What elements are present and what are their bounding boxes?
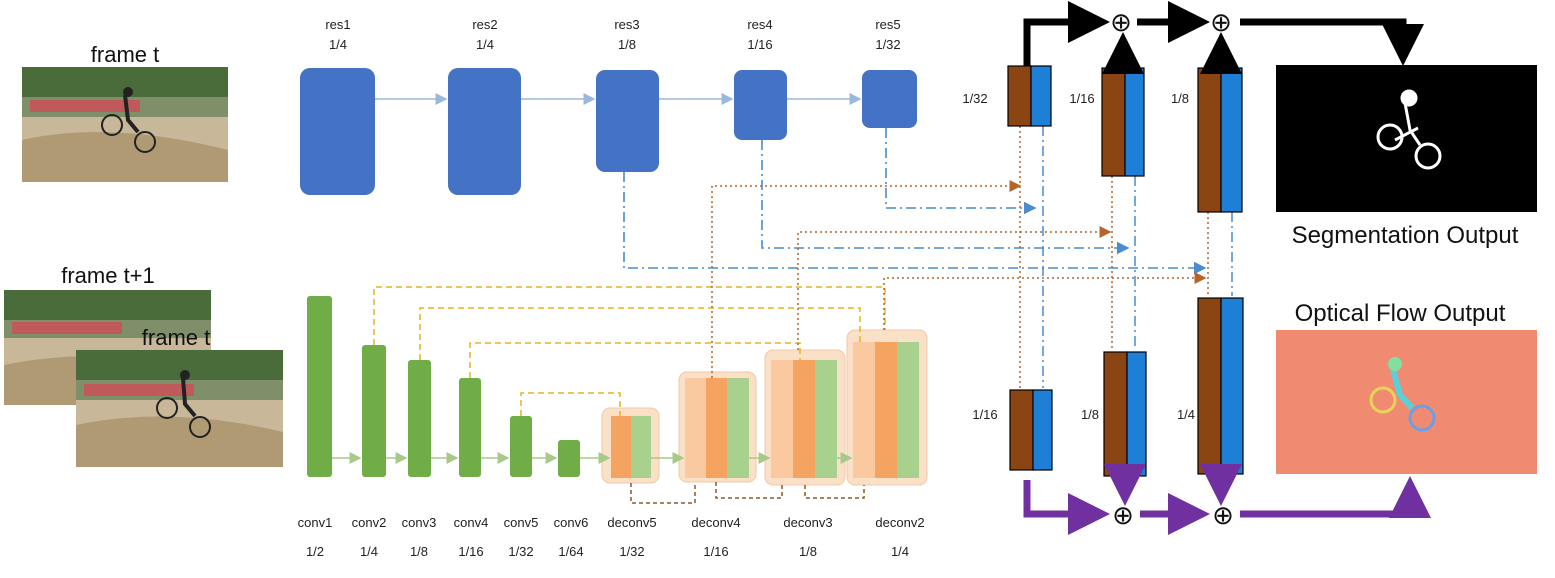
res4-rect <box>734 70 787 140</box>
res3-block: res3 1/8 <box>596 17 659 172</box>
frame-t-overlay-label: frame t <box>142 325 210 350</box>
frame-t-overlay-image <box>76 350 283 467</box>
conv5-rect <box>510 416 532 477</box>
res2-name: res2 <box>472 17 497 32</box>
input-frame-pair: frame t+1 frame t <box>4 263 283 467</box>
deconv3-group <box>764 349 846 486</box>
deconv5-group <box>601 407 660 484</box>
frame-t-label: frame t <box>91 42 159 67</box>
flow-fusion-columns <box>1009 297 1244 477</box>
res1-block: res1 1/4 <box>300 17 375 195</box>
conv6-name: conv6 <box>554 515 589 530</box>
deconv2-group <box>846 329 928 486</box>
flownet: conv1 1/2 conv2 1/4 conv3 1/8 conv4 1/16… <box>298 286 928 559</box>
deconv5-name: deconv5 <box>607 515 656 530</box>
res3-name: res3 <box>614 17 639 32</box>
conv6-rect <box>558 440 580 477</box>
deconv3-scale: 1/8 <box>799 544 817 559</box>
res5-rect <box>862 70 917 128</box>
seg-scale-2: 1/16 <box>1069 91 1094 106</box>
resnet-encoder: res1 1/4 res2 1/4 res3 1/8 res4 1/16 res… <box>300 17 917 195</box>
conv5-scale: 1/32 <box>508 544 533 559</box>
conv4-name: conv4 <box>454 515 489 530</box>
res1-rect <box>300 68 375 195</box>
conv5-name: conv5 <box>504 515 539 530</box>
flow-fusion-1-16 <box>1009 389 1053 471</box>
conv6-scale: 1/64 <box>558 544 583 559</box>
flow-sum-nodes: ⊕ ⊕ <box>1112 500 1234 530</box>
conv2-rect <box>362 345 386 477</box>
deconv2-name: deconv2 <box>875 515 924 530</box>
seg-fusion-1-16 <box>1101 67 1145 177</box>
res3-rect <box>596 70 659 172</box>
conv1-name: conv1 <box>298 515 333 530</box>
res5-name: res5 <box>875 17 900 32</box>
seg-fusion-1-8 <box>1197 67 1243 213</box>
frame-t1-label: frame t+1 <box>61 263 155 288</box>
conv4-rect <box>459 378 481 477</box>
res5-scale: 1/32 <box>875 37 900 52</box>
conv2-name: conv2 <box>352 515 387 530</box>
flow-scale-1: 1/16 <box>972 407 997 422</box>
res2-block: res2 1/4 <box>448 17 521 195</box>
segmentation-rider-silhouette <box>1376 89 1442 170</box>
frame-t-image <box>22 67 228 182</box>
deconv3-name: deconv3 <box>783 515 832 530</box>
resnet-to-fusion-links <box>623 128 1207 275</box>
skip-connections <box>373 286 886 416</box>
flow-scale-3: 1/4 <box>1177 407 1195 422</box>
seg-aggregation <box>1023 1 1424 74</box>
flow-aggregation <box>1023 464 1431 535</box>
res1-scale: 1/4 <box>329 37 347 52</box>
conv1-scale: 1/2 <box>306 544 324 559</box>
flow-fusion-1-4 <box>1197 297 1244 475</box>
res3-scale: 1/8 <box>618 37 636 52</box>
flownet-labels: conv1 1/2 conv2 1/4 conv3 1/8 conv4 1/16… <box>298 515 925 559</box>
flow-sum-1: ⊕ <box>1112 500 1134 530</box>
conv3-name: conv3 <box>402 515 437 530</box>
optical-flow-output-label: Optical Flow Output <box>1295 300 1506 327</box>
seg-sum-2: ⊕ <box>1210 7 1232 37</box>
conv1-rect <box>307 296 332 477</box>
segmentation-mask <box>1276 65 1537 212</box>
deconv2-scale: 1/4 <box>891 544 909 559</box>
conv3-rect <box>408 360 431 477</box>
fusion-scale-labels: 1/32 1/16 1/8 1/16 1/8 1/4 <box>962 91 1195 422</box>
optical-flow-output: Optical Flow Output <box>1276 300 1537 474</box>
conv2-scale: 1/4 <box>360 544 378 559</box>
deconv-links <box>630 482 865 504</box>
deconv4-scale: 1/16 <box>703 544 728 559</box>
res4-block: res4 1/16 <box>734 17 787 140</box>
res4-scale: 1/16 <box>747 37 772 52</box>
seg-scale-3: 1/8 <box>1171 91 1189 106</box>
res1-name: res1 <box>325 17 350 32</box>
optical-flow-rider <box>1369 357 1436 432</box>
res2-scale: 1/4 <box>476 37 494 52</box>
fusion-vertical-links <box>1019 126 1233 388</box>
seg-fusion-1-32 <box>1007 65 1052 127</box>
flow-scale-2: 1/8 <box>1081 407 1099 422</box>
input-frame-t: frame t <box>22 42 228 182</box>
flow-fusion-1-8 <box>1103 351 1147 477</box>
res5-block: res5 1/32 <box>862 17 917 128</box>
res2-rect <box>448 68 521 195</box>
flow-sum-2: ⊕ <box>1212 500 1234 530</box>
seg-sum-nodes: ⊕ ⊕ <box>1110 7 1232 37</box>
segmentation-output: Segmentation Output <box>1276 65 1537 249</box>
flownet-to-fusion-links <box>711 180 1207 378</box>
seg-sum-1: ⊕ <box>1110 7 1132 37</box>
seg-fusion-columns <box>1007 65 1243 213</box>
segmentation-output-label: Segmentation Output <box>1292 222 1519 249</box>
conv3-scale: 1/8 <box>410 544 428 559</box>
res4-name: res4 <box>747 17 772 32</box>
seg-scale-1: 1/32 <box>962 91 987 106</box>
conv4-scale: 1/16 <box>458 544 483 559</box>
deconv4-name: deconv4 <box>691 515 740 530</box>
deconv5-scale: 1/32 <box>619 544 644 559</box>
deconv4-group <box>678 371 757 483</box>
